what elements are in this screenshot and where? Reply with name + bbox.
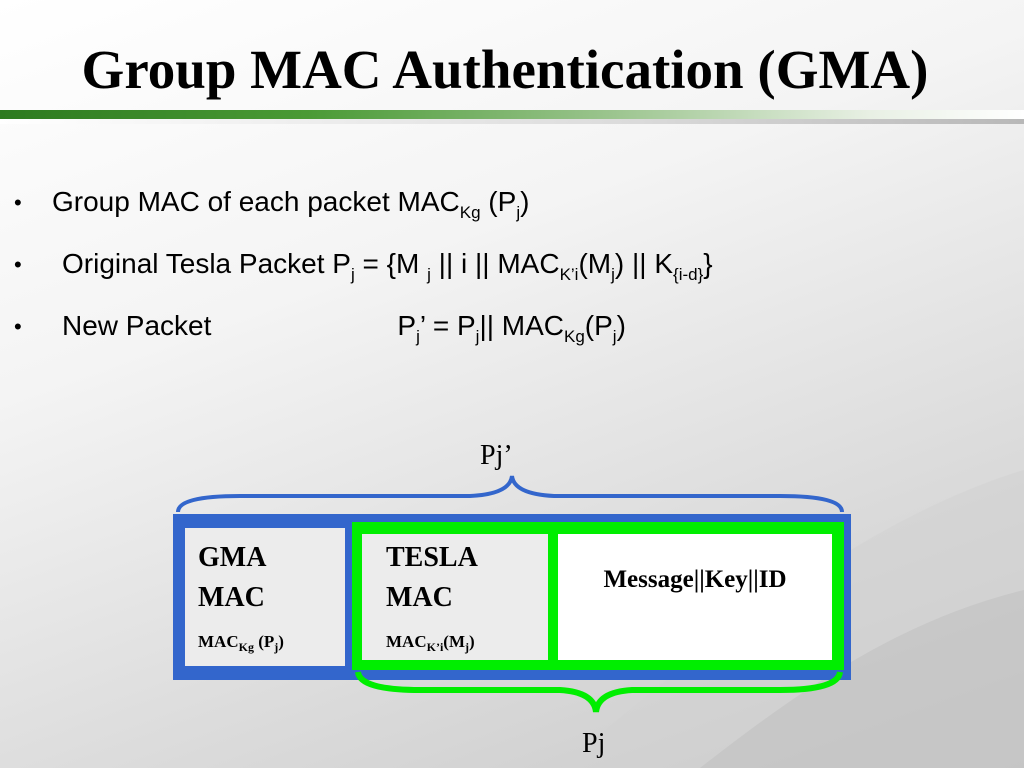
- bottom-brace: [355, 671, 843, 713]
- bullet-text: Group MAC of each packet MACKg (Pj): [52, 186, 530, 222]
- tesla-cell-label: TESLA MAC: [386, 542, 478, 613]
- bullet-marker: •: [14, 190, 22, 215]
- gma-cell-formula: MACKg (Pj): [198, 632, 284, 654]
- bullet-text: Original Tesla Packet Pj = {M j || i || …: [62, 248, 713, 284]
- slide-title: Group MAC Authentication (GMA): [81, 39, 929, 100]
- top-brace: [176, 475, 844, 513]
- gma-cell: [185, 528, 345, 666]
- message-cell: [558, 534, 832, 660]
- top-brace-label: Pj’: [480, 440, 513, 471]
- tesla-cell: [362, 534, 548, 660]
- bottom-brace-label: Pj: [582, 728, 606, 759]
- title-underline: [0, 110, 1024, 124]
- gma-cell-label: GMA MAC: [198, 542, 267, 613]
- bullet-marker: •: [14, 252, 22, 277]
- tesla-cell-formula: MACK’i(Mj): [386, 632, 475, 654]
- message-cell-text: Message||Key||ID: [603, 566, 787, 593]
- bullet-marker: •: [14, 314, 22, 339]
